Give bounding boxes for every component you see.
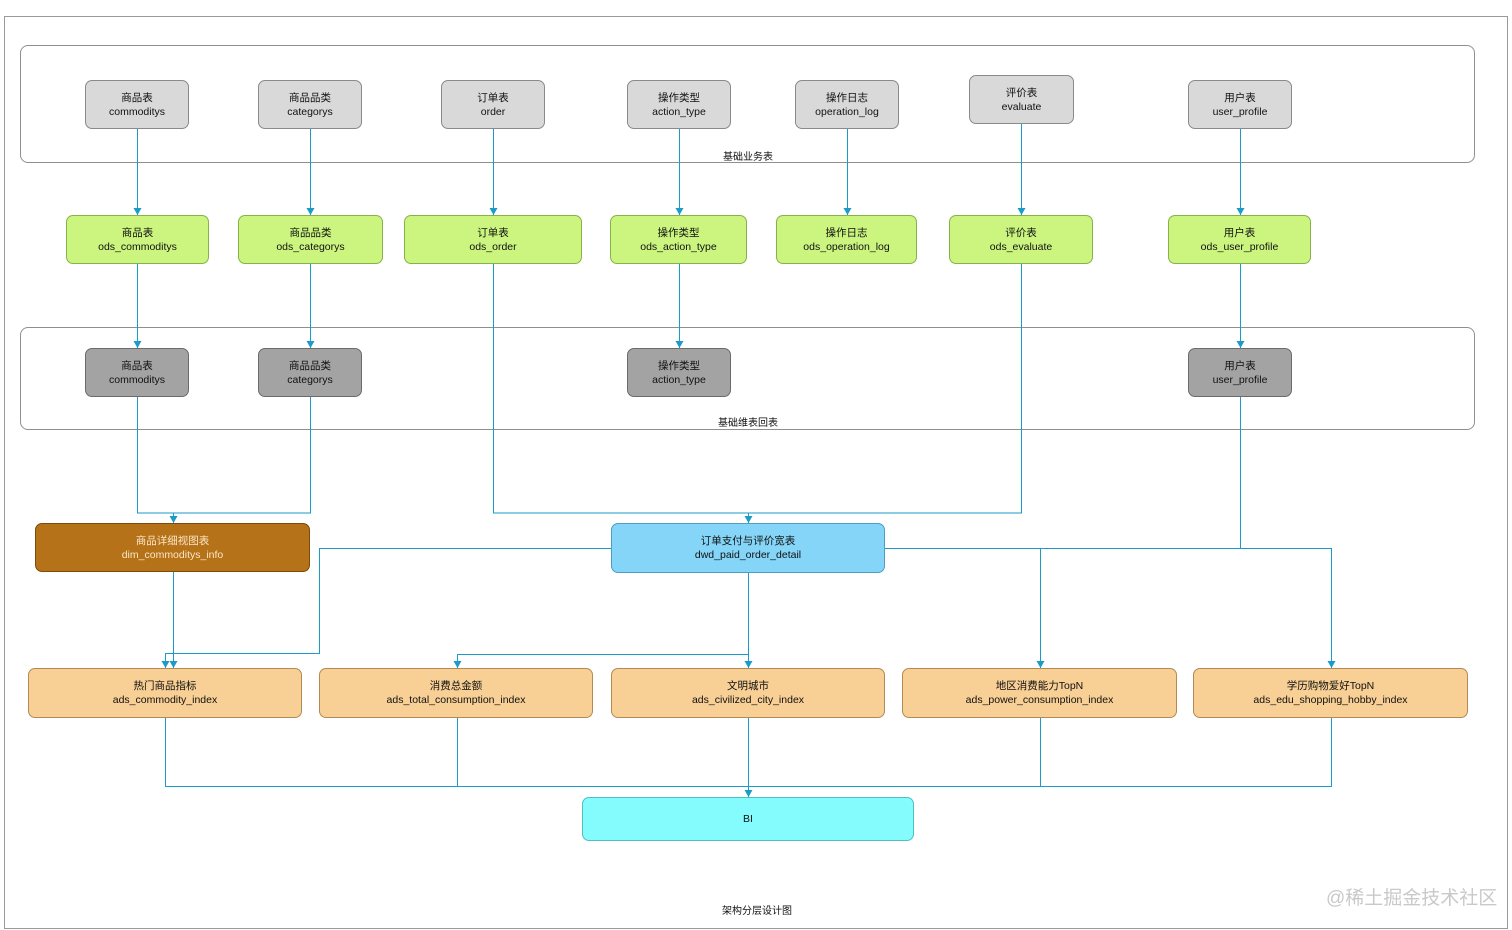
dim-user-profile-node[interactable]: 用户表 user_profile <box>1188 348 1292 397</box>
ods-categorys-node[interactable]: 商品品类 ods_categorys <box>238 215 383 264</box>
node-cn-label: 订单表 <box>477 226 509 239</box>
node-cn-label: 热门商品指标 <box>133 680 197 692</box>
node-en-label: action_type <box>652 373 706 386</box>
node-cn-label: 商品表 <box>121 91 153 104</box>
source-user-profile-node[interactable]: 用户表 user_profile <box>1188 80 1292 129</box>
node-en-label: commoditys <box>108 373 165 386</box>
edge-evaluate-ods-dwd <box>748 264 1022 514</box>
source-order-node[interactable]: 订单表 order <box>441 80 545 129</box>
node-cn-label: 评价表 <box>1005 226 1037 239</box>
ads-total-consumption-index-node[interactable]: 消费总金额 ads_total_consumption_index <box>319 668 593 718</box>
ads-power-consumption-index-node[interactable]: 地区消费能力TopN ads_power_consumption_index <box>902 668 1177 718</box>
node-cn-label: 商品表 <box>121 359 153 372</box>
node-en-label: categorys <box>287 105 333 118</box>
node-cn-label: 商品表 <box>121 226 154 239</box>
node-en-label: dwd_paid_order_detail <box>694 549 802 561</box>
group-base-dimension-label: 基础维表回表 <box>718 418 778 429</box>
node-cn-label: 商品品类 <box>289 226 332 239</box>
ads-commodity-index-node[interactable]: 热门商品指标 ads_commodity_index <box>28 668 302 718</box>
ods-order-node[interactable]: 订单表 ods_order <box>404 215 582 264</box>
edge-dwd-ads-power <box>885 548 1045 668</box>
source-action-type-node[interactable]: 操作类型 action_type <box>627 80 731 129</box>
node-cn-label: 地区消费能力TopN <box>995 680 1084 692</box>
node-en-label: commoditys <box>108 105 165 118</box>
dim-categorys-node[interactable]: 商品品类 categorys <box>258 348 362 397</box>
node-cn-label: 用户表 <box>1223 226 1256 239</box>
dwd-paid-order-detail-node[interactable]: 订单支付与评价宽表 dwd_paid_order_detail <box>611 523 885 573</box>
group-base-business-label: 基础业务表 <box>723 152 773 163</box>
edge-order-ods-dwd <box>493 264 753 523</box>
node-en-label: ads_commodity_index <box>112 694 218 706</box>
node-en-label: ods_operation_log <box>803 240 890 253</box>
node-cn-label: 学历购物爱好TopN <box>1286 680 1375 692</box>
edge-dwd-ads-commodity <box>161 548 611 668</box>
bi-label: BI <box>743 813 753 825</box>
dim-action-type-node[interactable]: 操作类型 action_type <box>627 348 731 397</box>
node-en-label: ods_categorys <box>276 240 345 253</box>
node-en-label: categorys <box>287 373 333 386</box>
node-en-label: order <box>480 105 506 118</box>
watermark: @稀土掘金技术社区 <box>1326 888 1498 909</box>
ods-action-type-node[interactable]: 操作类型 ods_action_type <box>610 215 747 264</box>
node-cn-label: 操作类型 <box>658 359 700 372</box>
source-categorys-node[interactable]: 商品品类 categorys <box>258 80 362 129</box>
bi-node[interactable]: BI <box>582 797 914 841</box>
node-cn-label: 订单支付与评价宽表 <box>700 535 796 547</box>
edge-dwd-ads-total <box>453 654 749 668</box>
dim-commoditys-node[interactable]: 商品表 commoditys <box>85 348 189 397</box>
node-en-label: ads_civilized_city_index <box>691 694 805 706</box>
node-cn-label: 商品品类 <box>289 91 331 104</box>
node-cn-label: 用户表 <box>1224 91 1256 104</box>
diagram-frame <box>4 16 1508 929</box>
node-cn-label: 消费总金额 <box>429 680 483 692</box>
edge-commoditys-dim-info <box>137 397 178 523</box>
node-en-label: user_profile <box>1212 105 1268 118</box>
node-cn-label: 文明城市 <box>727 680 769 692</box>
ods-evaluate-node[interactable]: 评价表 ods_evaluate <box>949 215 1093 264</box>
ads-civilized-city-index-node[interactable]: 文明城市 ads_civilized_city_index <box>611 668 885 718</box>
ods-operation-log-node[interactable]: 操作日志 ods_operation_log <box>776 215 917 264</box>
node-en-label: ods_order <box>469 240 517 253</box>
source-operation-log-node[interactable]: 操作日志 operation_log <box>795 80 899 129</box>
node-en-label: dim_commoditys_info <box>121 548 224 561</box>
ads-edu-shopping-hobby-index-node[interactable]: 学历购物爱好TopN ads_edu_shopping_hobby_index <box>1193 668 1468 718</box>
source-commoditys-node[interactable]: 商品表 commoditys <box>85 80 189 129</box>
node-cn-label: 操作日志 <box>825 226 868 239</box>
node-en-label: ods_commoditys <box>98 240 177 253</box>
node-en-label: evaluate <box>1001 100 1042 113</box>
node-en-label: ods_evaluate <box>989 240 1053 253</box>
node-cn-label: 评价表 <box>1005 86 1038 99</box>
group-base-business <box>20 45 1475 163</box>
node-cn-label: 商品品类 <box>289 359 331 372</box>
node-en-label: ods_user_profile <box>1200 240 1279 253</box>
group-base-dimension <box>20 327 1475 430</box>
node-cn-label: 商品详细视图表 <box>135 534 210 547</box>
ods-user-profile-node[interactable]: 用户表 ods_user_profile <box>1168 215 1311 264</box>
node-en-label: user_profile <box>1212 373 1268 386</box>
node-en-label: ads_power_consumption_index <box>965 694 1114 706</box>
node-en-label: ods_action_type <box>640 240 717 253</box>
node-cn-label: 操作类型 <box>658 91 700 104</box>
node-en-label: ads_edu_shopping_hobby_index <box>1253 694 1408 706</box>
dim-commoditys-info-node[interactable]: 商品详细视图表 dim_commoditys_info <box>35 523 310 572</box>
node-cn-label: 操作类型 <box>657 226 700 239</box>
node-cn-label: 操作日志 <box>826 91 868 104</box>
node-cn-label: 订单表 <box>477 91 509 104</box>
ods-commoditys-node[interactable]: 商品表 ods_commoditys <box>66 215 209 264</box>
edge-user-dim-ads-edu <box>1240 397 1336 668</box>
node-en-label: ads_total_consumption_index <box>386 694 526 706</box>
node-en-label: operation_log <box>815 105 879 118</box>
source-evaluate-node[interactable]: 评价表 evaluate <box>969 75 1074 124</box>
diagram-title: 架构分层设计图 <box>722 906 792 917</box>
node-en-label: action_type <box>652 105 706 118</box>
node-cn-label: 用户表 <box>1224 359 1256 372</box>
edge-categorys-dim-info <box>173 397 311 514</box>
